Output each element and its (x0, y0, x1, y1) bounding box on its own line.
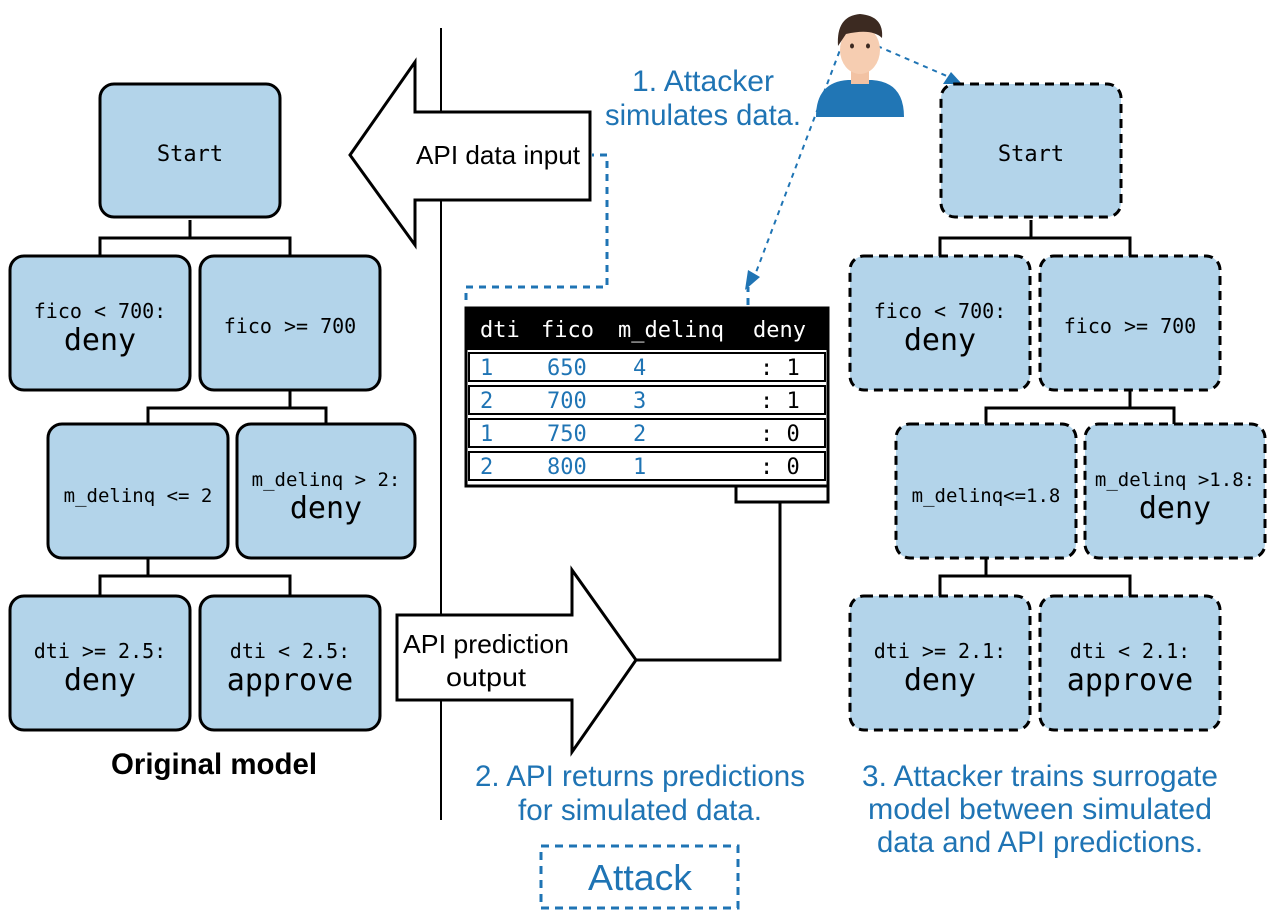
node-condition: m_delinq > 2: (252, 469, 401, 491)
svg-text:3: 3 (633, 389, 646, 414)
svg-text:simulates data.: simulates data. (605, 99, 801, 132)
attacker-to-table-arrow (751, 41, 844, 284)
attacker-person-icon (816, 14, 904, 117)
api-output-arrow: API prediction output (395, 565, 638, 757)
node-result: deny (290, 491, 362, 526)
original-node-mdelinq-le-2: m_delinq <= 2 (46, 422, 230, 560)
original-node-dti-ge-2-5: dti >= 2.5: deny (8, 594, 192, 732)
attacker-caption: 1. Attacker simulates data. (605, 65, 801, 132)
table-output-tab (734, 484, 830, 504)
node-result: deny (64, 323, 136, 358)
svg-text:800: 800 (547, 455, 587, 480)
surrogate-caption: 3. Attacker trains surrogate model betwe… (862, 760, 1218, 859)
original-node-fico-ge-700: fico >= 700 (198, 254, 382, 392)
original-model-caption: Original model (111, 748, 317, 781)
node-result: deny (904, 663, 976, 698)
node-condition: fico >= 700 (224, 314, 356, 338)
original-tree: Start fico < 700: deny fico >= 700 m_del… (8, 82, 417, 781)
node-condition: dti >= 2.1: (874, 639, 1006, 663)
surrogate-node-mdelinq-gt-1-8 (1083, 422, 1267, 560)
svg-text:1: 1 (633, 455, 646, 480)
surrogate-connectors (938, 220, 1176, 596)
api-input-label: API data input (416, 140, 581, 170)
svg-text:2. API returns predictions: 2. API returns predictions (475, 760, 805, 793)
table-header-fico: fico (541, 318, 594, 343)
attacker-dotted-lines (751, 41, 957, 284)
svg-text:2: 2 (480, 389, 493, 414)
node-condition: m_delinq >1.8: (1095, 469, 1255, 491)
table-to-output-line (636, 500, 782, 662)
node-label: Start (157, 142, 223, 167)
svg-text:3. Attacker trains surrogate: 3. Attacker trains surrogate (862, 760, 1218, 793)
svg-text:700: 700 (547, 389, 587, 414)
api-returns-caption: 2. API returns predictions for simulated… (475, 760, 805, 827)
node-result: deny (904, 323, 976, 358)
table-row: 1 750 2 : 0 (480, 422, 800, 447)
attack-label: Attack (588, 857, 693, 898)
node-condition: fico >= 700 (1064, 314, 1196, 338)
surrogate-node-fico-ge-700 (1038, 254, 1222, 392)
svg-text:: 1: : 1 (760, 356, 800, 381)
svg-text:2: 2 (633, 422, 646, 447)
attack-label-box: Attack (539, 844, 740, 910)
node-result: deny (64, 663, 136, 698)
node-result: approve (1067, 663, 1193, 698)
node-condition: dti >= 2.5: (34, 639, 166, 663)
original-node-start: Start (98, 82, 282, 219)
table-header-mdelinq: m_delinq (618, 318, 724, 343)
table-header-dti: dti (480, 318, 520, 343)
original-node-dti-lt-2-5: dti < 2.5: approve (198, 594, 382, 732)
node-condition: m_delinq<=1.8 (912, 485, 1061, 507)
svg-text:1: 1 (480, 422, 493, 447)
table-row (468, 352, 826, 481)
surrogate-node-dti-lt-2-1 (1038, 594, 1222, 732)
svg-text:750: 750 (547, 422, 587, 447)
arrowhead-to-surrogate (943, 72, 962, 84)
svg-text:data and API predictions.: data and API predictions. (877, 826, 1203, 859)
svg-text:model between simulated: model between simulated (868, 793, 1212, 826)
attacker-to-surrogate-arrow (867, 41, 957, 81)
node-condition: fico < 700: (874, 299, 1006, 323)
svg-text:for simulated data.: for simulated data. (518, 794, 762, 827)
original-node-fico-lt-700: fico < 700: deny (8, 254, 192, 392)
surrogate-node-dti-ge-2-1 (848, 594, 1032, 732)
table-to-api-input-line (464, 153, 609, 300)
original-connectors (98, 220, 328, 596)
dashed-connectors (464, 153, 750, 305)
svg-text:1. Attacker: 1. Attacker (632, 65, 774, 98)
table-row: 2 700 3 : 1 (480, 389, 800, 414)
table-row: 2 800 1 : 0 (480, 455, 800, 480)
svg-text:1: 1 (480, 356, 493, 381)
api-output-label: API prediction (403, 629, 569, 659)
api-output-label: output (446, 662, 527, 692)
svg-text:4: 4 (633, 356, 646, 381)
surrogate-tree: Start fico < 700: deny fico >= 700 m_del… (848, 82, 1267, 859)
table-row: 1 650 4 : 1 (480, 356, 800, 381)
node-result: deny (1139, 491, 1211, 526)
node-condition: fico < 700: (34, 299, 166, 323)
surrogate-node-mdelinq-le-1-8 (894, 422, 1078, 560)
table-header-deny: deny (753, 318, 806, 343)
svg-text:2: 2 (480, 455, 493, 480)
node-condition: m_delinq <= 2 (64, 485, 213, 507)
node-condition: dti < 2.1: (1070, 639, 1190, 663)
api-input-arrow: API data input (348, 57, 592, 250)
surrogate-node-fico-lt-700 (848, 254, 1032, 392)
svg-text:: 0: : 0 (760, 455, 800, 480)
original-node-mdelinq-gt-2: m_delinq > 2: deny (235, 422, 417, 560)
arrowhead-to-table (745, 270, 760, 290)
simulated-data-table: dti fico m_delinq deny 1 650 4 : 1 2 700… (464, 306, 830, 504)
node-result: approve (227, 663, 353, 698)
svg-text:650: 650 (547, 356, 587, 381)
surrogate-node-start (939, 82, 1123, 219)
node-condition: dti < 2.5: (230, 639, 350, 663)
svg-text:: 0: : 0 (760, 422, 800, 447)
svg-text:: 1: : 1 (760, 389, 800, 414)
node-label: Start (998, 142, 1064, 167)
